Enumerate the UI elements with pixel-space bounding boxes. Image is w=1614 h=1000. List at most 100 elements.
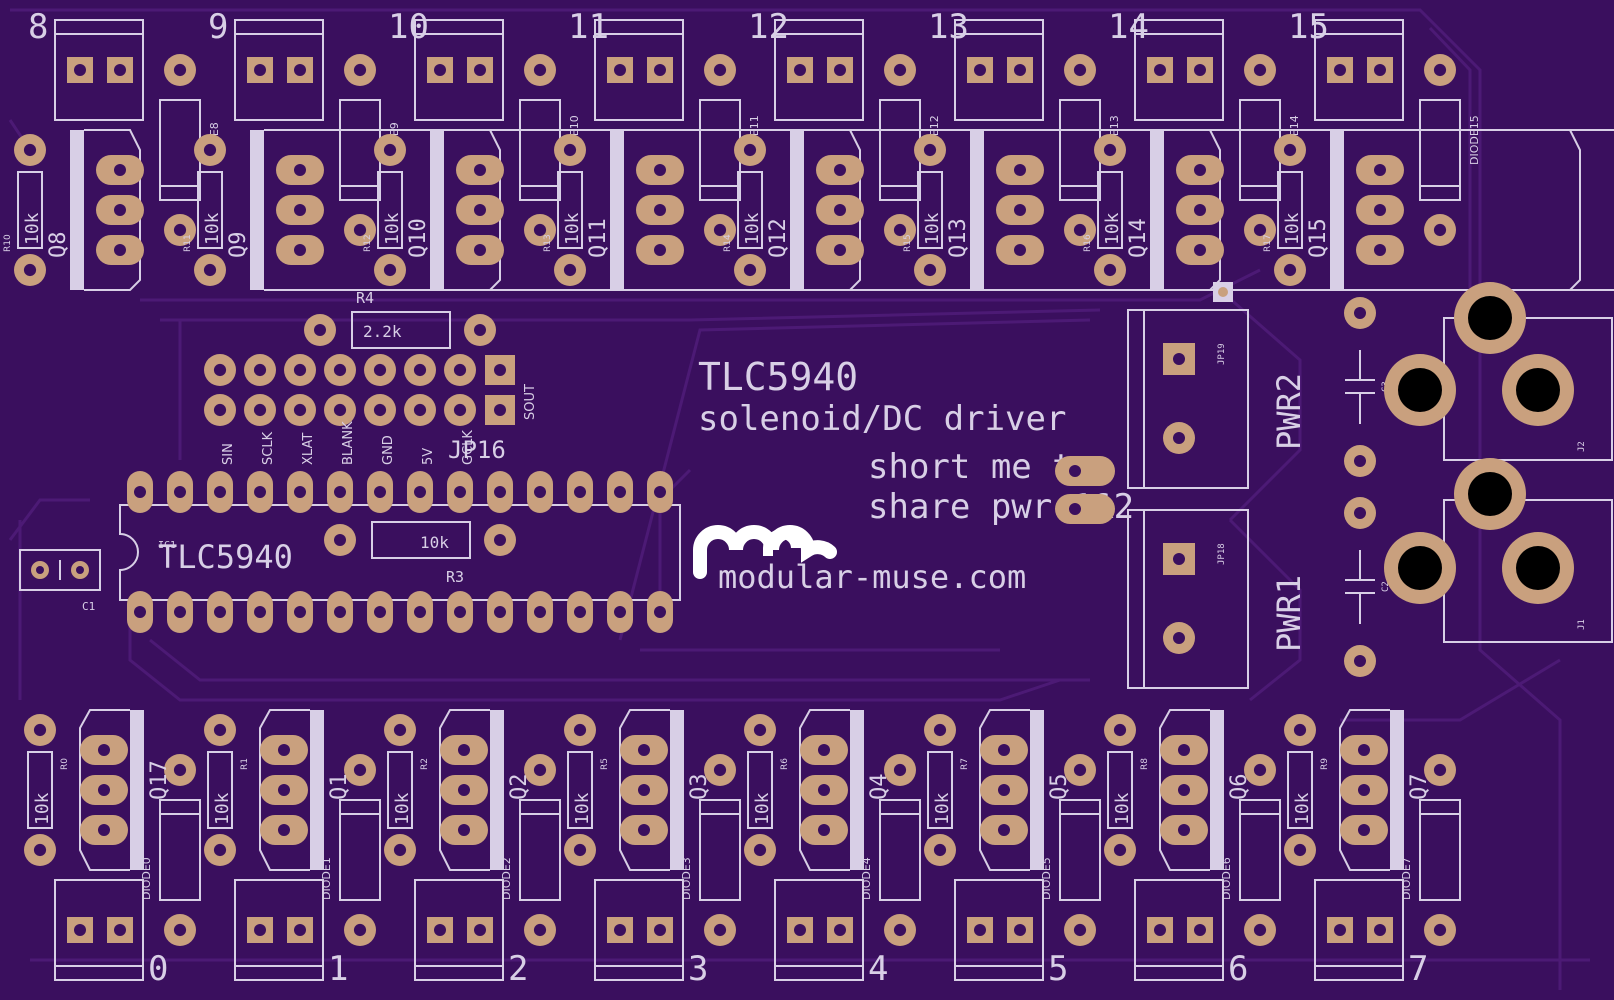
resistor-label: R11 [183, 234, 193, 252]
pad-hole [213, 363, 227, 377]
ic-pin [607, 471, 633, 513]
transistor-tab [850, 710, 864, 870]
channel-number: 13 [928, 7, 969, 47]
diode-body [1419, 799, 1461, 901]
diode-pad [164, 914, 196, 946]
terminal-block-outline [234, 19, 324, 121]
header-pin [244, 394, 276, 426]
oval-pad-hole [458, 824, 470, 836]
transistor-tab [250, 130, 264, 290]
pad-hole [563, 143, 577, 157]
ic-pin-hole [454, 606, 466, 618]
oval-pad-hole [1194, 164, 1206, 176]
diode-pad [1424, 754, 1456, 786]
oval-pad-hole [834, 164, 846, 176]
diode-body [519, 799, 561, 901]
pad-hole [413, 403, 427, 417]
pad-hole [563, 263, 577, 277]
ic-pin-hole [374, 486, 386, 498]
ic-pin [207, 591, 233, 633]
transistor-pad [1160, 775, 1208, 805]
resistor-value: 10k [752, 792, 773, 825]
oval-pad-hole [638, 824, 650, 836]
diode-body [159, 799, 201, 901]
terminal-pad [607, 917, 633, 943]
transistor-pad [1356, 195, 1404, 225]
terminal-pad [647, 57, 673, 83]
jp19-outline [1127, 309, 1249, 489]
pad-hole [213, 843, 227, 857]
resistor-body [197, 171, 223, 249]
transistor-tab [1210, 710, 1224, 870]
pad-hole [893, 63, 907, 77]
square-pad-hole [294, 924, 306, 936]
r3-value: 10k [420, 533, 449, 552]
square-pad-hole [434, 924, 446, 936]
oval-pad-hole [1374, 164, 1386, 176]
terminal-pad [247, 917, 273, 943]
pad-hole [533, 63, 547, 77]
pad-hole [173, 223, 187, 237]
transistor-pad [276, 235, 324, 265]
pad-hole [1283, 263, 1297, 277]
oval-pad-hole [1194, 204, 1206, 216]
oval-pad-hole [294, 244, 306, 256]
terminal-block-outline [954, 879, 1044, 981]
transistor-pad [800, 735, 848, 765]
transistor-tab [130, 710, 144, 870]
ic-pin-hole [174, 606, 186, 618]
resistor-label: R13 [543, 234, 553, 252]
transistor-tab [970, 130, 984, 290]
terminal-block-outline [414, 19, 504, 121]
transistor-label: Q7 [1407, 774, 1432, 801]
diode-pad [704, 54, 736, 86]
pad-hole [213, 403, 227, 417]
square-pad-hole [834, 64, 846, 76]
website-text: modular-muse.com [718, 558, 1026, 596]
pad-hole [353, 763, 367, 777]
transistor-pad [800, 775, 848, 805]
terminal-pad [67, 917, 93, 943]
channel-number: 11 [568, 7, 609, 47]
transistor-pad [80, 775, 128, 805]
pad-hole [1433, 223, 1447, 237]
ic-pin-hole [654, 606, 666, 618]
resistor-pad [1104, 834, 1136, 866]
resistor-body [17, 171, 43, 249]
transistor-pad [636, 235, 684, 265]
j2-label: J2 [1577, 441, 1587, 452]
pad-hole [453, 363, 467, 377]
square-pad-hole [1374, 924, 1386, 936]
square-pad-hole [1154, 924, 1166, 936]
oval-pad-hole [1374, 244, 1386, 256]
square-pad-hole [974, 924, 986, 936]
diode-pad [164, 214, 196, 246]
transistor-outline [1339, 709, 1390, 871]
diode-pad [1244, 54, 1276, 86]
channel-number: 9 [208, 7, 228, 47]
transistor-pad [1356, 155, 1404, 185]
modular-muse-logo [693, 525, 837, 579]
resistor-pad [744, 834, 776, 866]
header-pin-label: 5V [421, 448, 436, 465]
diode-body [879, 799, 921, 901]
oval-pad-hole [1178, 824, 1190, 836]
ic-pin-hole [574, 486, 586, 498]
terminal-pad [287, 917, 313, 943]
pad-hole [373, 363, 387, 377]
pad-hole [453, 403, 467, 417]
square-pad-hole [614, 924, 626, 936]
pad-hole [293, 403, 307, 417]
resistor-value: 10k [202, 212, 223, 245]
transistor-pad [1356, 235, 1404, 265]
pad-hole [1073, 763, 1087, 777]
diode-pad [524, 54, 556, 86]
oval-pad-hole [638, 784, 650, 796]
diode-pad [344, 214, 376, 246]
channel-number: 8 [28, 7, 48, 47]
ic-pin-hole [134, 486, 146, 498]
